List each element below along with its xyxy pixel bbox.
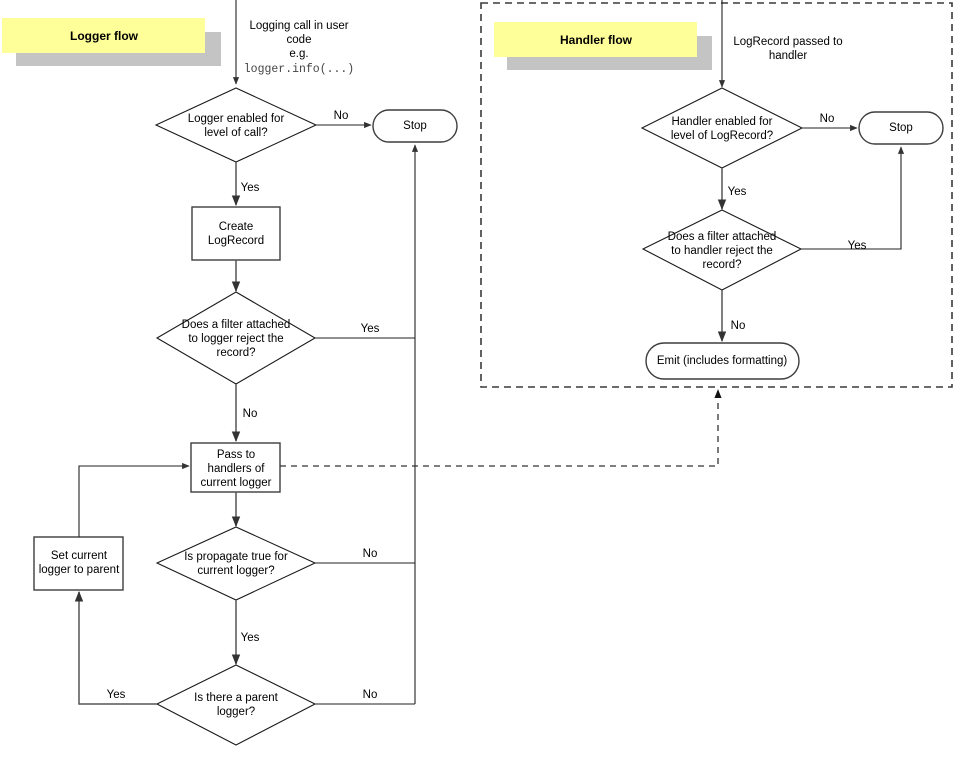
node-logger-stop-label: Stop	[403, 120, 427, 132]
handler-flow-caption: Handler flow	[494, 22, 712, 70]
handler-start-note-line1: LogRecord passed to	[733, 36, 842, 48]
node-create-logrecord-line2: LogRecord	[208, 235, 264, 247]
node-has-parent-line1: Is there a parent	[194, 692, 279, 704]
node-logger-filter-line3: record?	[217, 347, 256, 359]
edge-set-parent-to-pass	[78, 462, 190, 537]
node-is-propagate-line1: Is propagate true for	[184, 551, 288, 563]
edge-handler-filter-yes	[801, 146, 905, 250]
edge-label-has-parent-no: No	[363, 689, 378, 701]
edge-has-parent-yes	[74, 590, 157, 705]
node-logger-enabled-line2: level of call?	[204, 127, 267, 139]
logger-start-note-line2: code	[287, 34, 312, 46]
node-has-parent-line2: logger?	[217, 706, 255, 718]
node-handler-filter-line1: Does a filter attached	[668, 231, 777, 243]
node-handler-filter-line3: record?	[703, 259, 742, 271]
node-set-parent-line1: Set current	[51, 550, 108, 562]
node-pass-to-handlers-line2: handlers of	[208, 463, 266, 475]
edge-label-has-parent-yes: Yes	[107, 689, 126, 701]
handler-flow-caption-label: Handler flow	[560, 33, 633, 47]
node-is-propagate-line2: current logger?	[197, 565, 274, 577]
node-logger-enabled-line1: Logger enabled for	[188, 113, 285, 125]
logger-start-note-line1: Logging call in user	[249, 20, 348, 32]
node-emit-label: Emit (includes formatting)	[657, 355, 788, 367]
node-set-parent-line2: logger to parent	[39, 564, 120, 576]
node-has-parent-diamond	[155, 664, 317, 746]
node-handler-enabled-line2: level of LogRecord?	[671, 130, 773, 142]
handler-flow-region	[480, 2, 953, 388]
logger-flow-caption-box	[2, 18, 205, 53]
node-set-parent	[33, 536, 124, 591]
node-handler-stop	[858, 111, 944, 145]
edge-pass-to-handler-flow	[280, 389, 722, 467]
node-logger-stop	[372, 109, 458, 143]
edge-label-logger-enabled-no: No	[334, 110, 349, 122]
handler-flow-caption-box	[494, 22, 697, 57]
logger-flow-caption: Logger flow	[2, 18, 221, 66]
node-handler-enabled-line1: Handler enabled for	[671, 116, 772, 128]
edge-label-handler-filter-yes: Yes	[848, 240, 867, 252]
edge-label-is-propagate-yes: Yes	[241, 632, 260, 644]
logger-flow-caption-label: Logger flow	[70, 29, 139, 43]
node-create-logrecord-line1: Create	[219, 221, 254, 233]
node-pass-to-handlers	[190, 442, 281, 493]
edge-label-logger-enabled-yes: Yes	[241, 182, 260, 194]
node-emit	[645, 342, 800, 380]
node-is-propagate-diamond	[155, 526, 317, 601]
logger-start-note-code: logger.info(...)	[244, 63, 354, 76]
node-create-logrecord	[191, 206, 281, 261]
edge-label-handler-enabled-no: No	[820, 113, 835, 125]
edge-label-is-propagate-no: No	[363, 548, 378, 560]
edge-label-handler-enabled-yes: Yes	[728, 186, 747, 198]
node-handler-stop-label: Stop	[889, 122, 913, 134]
node-pass-to-handlers-line3: current logger	[201, 477, 272, 489]
logger-start-note-line3: e.g.	[289, 48, 308, 60]
edge-label-logger-filter-no: No	[243, 408, 258, 420]
handler-start-note-line2: handler	[769, 50, 808, 62]
edge-label-handler-filter-no: No	[731, 320, 746, 332]
node-logger-filter-line1: Does a filter attached	[182, 319, 291, 331]
node-pass-to-handlers-line1: Pass to	[217, 449, 255, 461]
node-handler-filter-line2: to handler reject the	[671, 245, 773, 257]
edge-label-logger-filter-yes: Yes	[361, 323, 380, 335]
node-logger-filter-line2: to logger reject the	[188, 333, 283, 345]
